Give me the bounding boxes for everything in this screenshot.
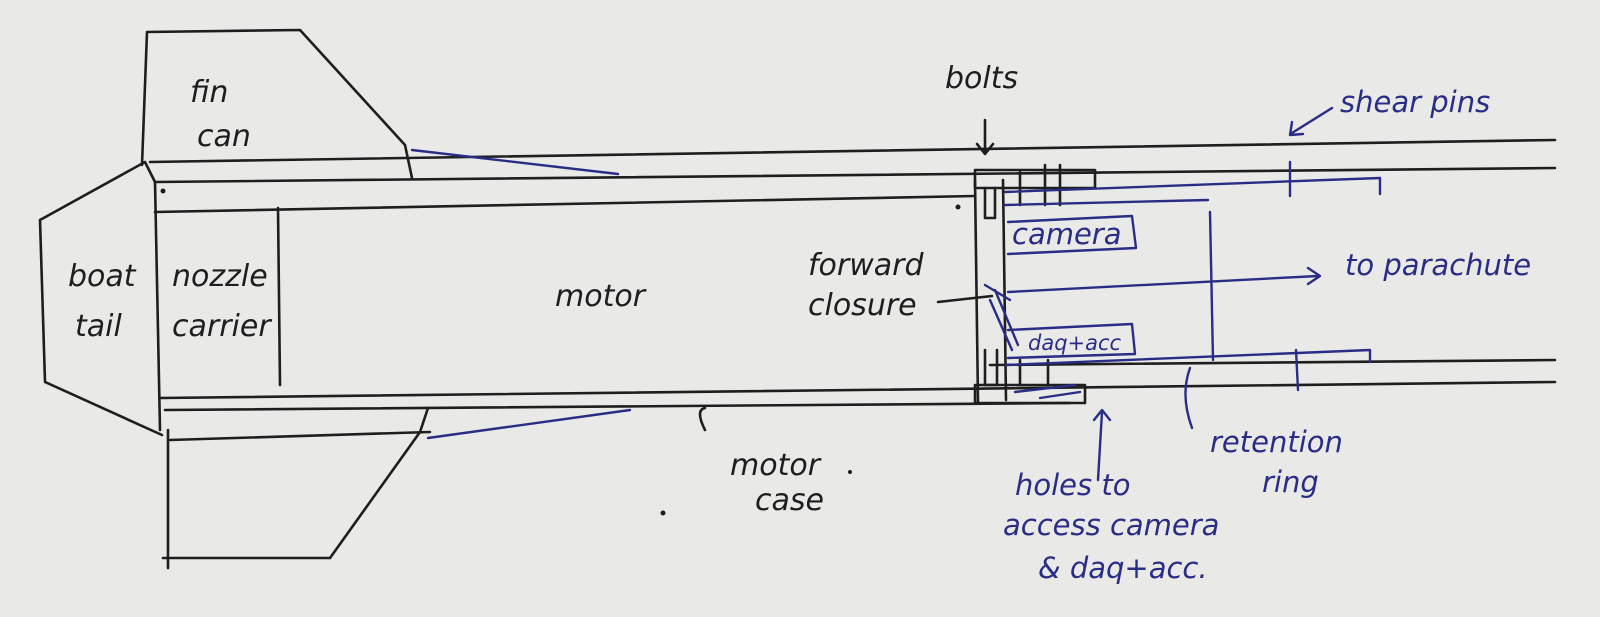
pencil-dot: [660, 510, 666, 516]
bolts-arrow: [975, 118, 995, 156]
airframe-lower-line: [158, 380, 1557, 400]
label-retention-ring-line2: ring: [1262, 465, 1319, 499]
holes-arrow: [1092, 408, 1112, 482]
label-shear-pins: shear pins: [1340, 85, 1490, 119]
retention-ring-callout: [1184, 366, 1194, 430]
label-camera: camera: [1012, 217, 1122, 251]
motor-case-upper-line: [153, 166, 1557, 214]
pencil-dot: [848, 470, 852, 474]
label-nozzle-carrier-line1: nozzle: [172, 259, 268, 294]
label-retention-ring-line1: retention: [1210, 425, 1343, 459]
label-forward-closure-line2: closure: [808, 288, 917, 323]
label-boat-tail-line2: tail: [75, 309, 122, 344]
forward-closure-bulkhead: [973, 178, 1008, 404]
airframe-upper-line: [148, 138, 1557, 164]
label-fin-can-line2: can: [197, 119, 251, 154]
forward-closure-blue-hatch: [983, 283, 1020, 352]
fin-root-line-upper: [410, 148, 620, 176]
forward-closure-callout: [936, 294, 994, 304]
label-bolts: bolts: [945, 61, 1018, 96]
label-daq-acc: daq+acc: [1028, 331, 1122, 355]
camera-box: [1006, 214, 1138, 256]
bolt-blue-marks: [1013, 383, 1082, 400]
label-holes-access-line3: & daq+acc.: [1038, 551, 1208, 585]
shear-pins-callout: [1288, 106, 1334, 137]
label-forward-closure-line1: forward: [808, 248, 925, 283]
label-to-parachute: to parachute: [1345, 248, 1531, 282]
label-fin-can-line1: fin: [190, 75, 228, 110]
nozzle-carrier-outline: [153, 180, 282, 432]
motor-case-callout: [698, 406, 707, 432]
pencil-dot: [955, 204, 961, 210]
coupler-tube: [1003, 176, 1382, 367]
label-motor: motor: [555, 279, 647, 314]
label-holes-access-line2: access camera: [1003, 508, 1219, 542]
label-motor-case-line1: motor: [730, 448, 822, 483]
label-holes-access-line1: holes to: [1015, 468, 1130, 502]
to-parachute-arrow: [1006, 266, 1322, 294]
coupler-vertical-rod: [1208, 210, 1215, 362]
inner-lower-line: [988, 358, 1557, 367]
daq-acc-box: [1006, 322, 1137, 360]
pencil-dot: [160, 188, 166, 194]
fin-root-line-lower: [426, 408, 632, 440]
label-boat-tail-line1: boat: [68, 259, 137, 294]
label-nozzle-carrier-line2: carrier: [172, 309, 272, 344]
shear-pin-lower: [1294, 348, 1300, 392]
boat-tail-outline: [38, 160, 164, 437]
label-motor-case-line2: case: [755, 483, 824, 518]
motor-case-lower-line: [163, 401, 1072, 442]
upper-fin-outline: [140, 28, 414, 180]
